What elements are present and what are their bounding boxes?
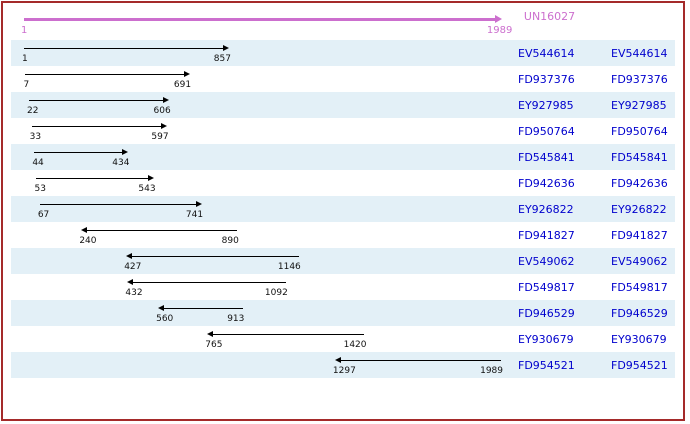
hit-start-coordinate: 7 [23,80,30,90]
hit-end-coordinate: 857 [213,54,231,64]
arrow-left-icon [334,357,341,363]
hit-accession-link[interactable]: EV544614 [611,47,668,60]
hit-alignment-line[interactable] [132,256,299,257]
hit-alignment-line[interactable] [87,230,238,231]
hit-alignment-line[interactable] [340,360,501,361]
hit-accession-link[interactable]: FD549817 [611,281,668,294]
hit-accession-label[interactable]: FD941827 [518,229,575,242]
hit-start-coordinate: 53 [34,184,46,194]
hit-accession-link[interactable]: FD950764 [611,125,668,138]
arrow-right-icon [160,123,167,129]
hit-accession-link[interactable]: FD545841 [611,151,668,164]
hit-end-coordinate: 691 [173,80,192,90]
query-start-coordinate: 1 [21,25,28,36]
arrow-left-icon [158,305,165,311]
hit-row-band [11,40,675,66]
hit-accession-label[interactable]: FD937376 [518,73,575,86]
hit-alignment-line[interactable] [36,178,149,179]
hit-end-coordinate: 606 [153,106,171,116]
arrow-right-icon [163,97,170,103]
hit-accession-label[interactable]: EY926822 [518,203,574,216]
hit-row-band [11,144,675,170]
hit-alignment-line[interactable] [133,282,286,283]
hit-accession-link[interactable]: FD941827 [611,229,668,242]
hit-accession-link[interactable]: FD946529 [611,307,668,320]
arrow-right-icon [195,201,202,207]
hit-accession-label[interactable]: EY927985 [518,99,574,112]
hit-alignment-line[interactable] [25,74,184,75]
hit-alignment-line[interactable] [39,204,196,205]
hit-alignment-line[interactable] [34,152,122,153]
hit-start-coordinate: 765 [205,340,223,350]
hit-accession-label[interactable]: FD545841 [518,151,575,164]
hit-start-coordinate: 33 [29,132,42,142]
hit-accession-label[interactable]: FD946529 [518,307,575,320]
hit-start-coordinate: 22 [27,106,39,116]
hit-row-band [11,66,675,92]
hit-accession-label[interactable]: EY930679 [518,333,574,346]
hit-end-coordinate: 597 [151,132,169,142]
hit-end-coordinate: 890 [221,236,239,246]
hit-row-band [11,196,675,222]
arrow-left-icon [127,279,134,285]
hit-start-coordinate: 44 [32,158,44,168]
hit-start-coordinate: 560 [156,314,174,324]
hit-end-coordinate: 434 [112,158,130,168]
hit-accession-label[interactable]: FD950764 [518,125,575,138]
hit-alignment-line[interactable] [24,48,224,49]
hit-row-band [11,248,675,274]
hit-alignment-line[interactable] [213,334,365,335]
hit-row-band [11,92,675,118]
hit-accession-label[interactable]: FD549817 [518,281,575,294]
hit-row-band [11,170,675,196]
arrow-right-icon [121,149,128,155]
arrow-left-icon [81,227,88,233]
hit-end-coordinate: 1092 [264,288,288,298]
hit-accession-link[interactable]: EY927985 [611,99,667,112]
hit-row-band [11,222,675,248]
hit-end-coordinate: 1146 [277,262,301,272]
hit-end-coordinate: 913 [227,314,245,324]
arrow-right-icon [183,71,190,77]
query-sequence-name: UN16027 [523,10,576,23]
hit-end-coordinate: 543 [138,184,156,194]
hit-alignment-line[interactable] [164,308,243,309]
query-arrow-line [24,18,495,21]
hit-start-coordinate: 427 [124,262,142,272]
hit-start-coordinate: 240 [79,236,97,246]
hit-row-band [11,352,675,378]
arrow-right-icon [223,45,230,51]
hit-end-coordinate: 741 [185,210,204,220]
hit-row-band [11,118,675,144]
arrow-left-icon [126,253,133,259]
hit-accession-label[interactable]: FD942636 [518,177,575,190]
hit-start-coordinate: 432 [125,288,143,298]
hit-accession-label[interactable]: EV549062 [518,255,575,268]
arrow-left-icon [207,331,214,337]
query-arrow-head-icon [494,15,502,23]
hit-end-coordinate: 1420 [343,340,367,350]
hit-alignment-line[interactable] [29,100,164,101]
hit-accession-link[interactable]: EY926822 [611,203,667,216]
hit-accession-label[interactable]: EV544614 [518,47,575,60]
hit-start-coordinate: 1 [22,54,28,64]
hit-accession-link[interactable]: FD942636 [611,177,668,190]
hit-start-coordinate: 1297 [332,366,356,376]
arrow-right-icon [148,175,155,181]
hit-row-band [11,300,675,326]
hit-accession-link[interactable]: FD937376 [611,73,668,86]
hit-end-coordinate: 1989 [480,366,504,376]
hit-row-band [11,274,675,300]
hit-alignment-line[interactable] [31,126,161,127]
hit-accession-link[interactable]: EV549062 [611,255,668,268]
hit-row-band [11,326,675,352]
hit-accession-link[interactable]: FD954521 [611,359,668,372]
query-end-coordinate: 1989 [486,25,513,36]
hit-accession-label[interactable]: FD954521 [518,359,575,372]
hit-start-coordinate: 67 [37,210,50,220]
hit-accession-link[interactable]: EY930679 [611,333,667,346]
